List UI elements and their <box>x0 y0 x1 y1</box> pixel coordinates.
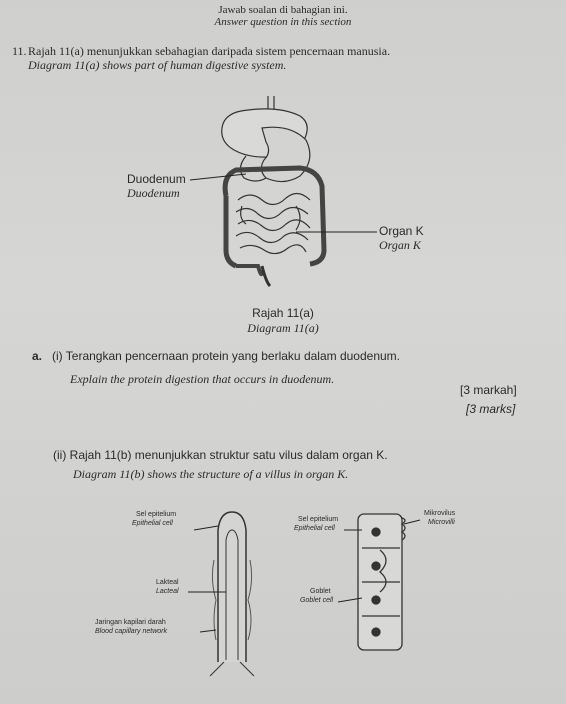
marks-en: [3 marks] <box>466 402 516 416</box>
label-goblet-ms: Goblet <box>310 588 331 595</box>
section-instruction-en: Answer question in this section <box>214 16 352 28</box>
label-capillary-en: Blood capillary network <box>95 628 167 635</box>
marks-ms: [3 markah] <box>460 383 517 397</box>
label-epithelium-en: Epithelial cell <box>132 520 173 527</box>
epithelium-detail-diagram <box>357 513 406 651</box>
label-duodenum-en: Duodenum <box>127 186 180 200</box>
villus-diagram <box>209 511 255 677</box>
part-a-ii-en: Diagram 11(b) shows the structure of a v… <box>73 467 349 481</box>
label-microvilli-en: Microvilli <box>428 519 455 526</box>
label-microvilli-ms: Mikrovilus <box>424 510 456 517</box>
label-organ-k-en: Organ K <box>379 238 421 252</box>
section-instruction-ms: Jawab soalan di bahagian ini. <box>218 4 348 16</box>
question-text-ms: Rajah 11(a) menunjukkan sebahagian darip… <box>28 44 391 58</box>
label-epithelium2-en: Epithelial cell <box>294 525 335 532</box>
part-a-i-ms: (i) Terangkan pencernaan protein yang be… <box>52 349 401 363</box>
label-duodenum-ms: Duodenum <box>127 172 186 186</box>
label-capillary-ms: Jaringan kapilari darah <box>95 619 166 626</box>
part-a-letter: a. <box>32 349 43 363</box>
diagram-a-caption-ms: Rajah 11(a) <box>252 306 314 320</box>
label-lacteal-en: Lacteal <box>156 588 179 595</box>
label-lacteal-ms: Lakteal <box>156 579 179 586</box>
label-goblet-en: Goblet cell <box>300 597 334 604</box>
part-a-ii-ms: (ii) Rajah 11(b) menunjukkan struktur sa… <box>53 448 388 462</box>
diagram-a-caption-en: Diagram 11(a) <box>247 321 319 335</box>
question-text-en: Diagram 11(a) shows part of human digest… <box>28 58 287 72</box>
label-epithelium-ms: Sel epitelium <box>136 511 177 518</box>
part-a-i-en: Explain the protein digestion that occur… <box>70 372 335 386</box>
label-organ-k-ms: Organ K <box>379 224 424 238</box>
question-number: 11. <box>12 44 27 58</box>
label-epithelium2-ms: Sel epitelium <box>298 516 339 523</box>
